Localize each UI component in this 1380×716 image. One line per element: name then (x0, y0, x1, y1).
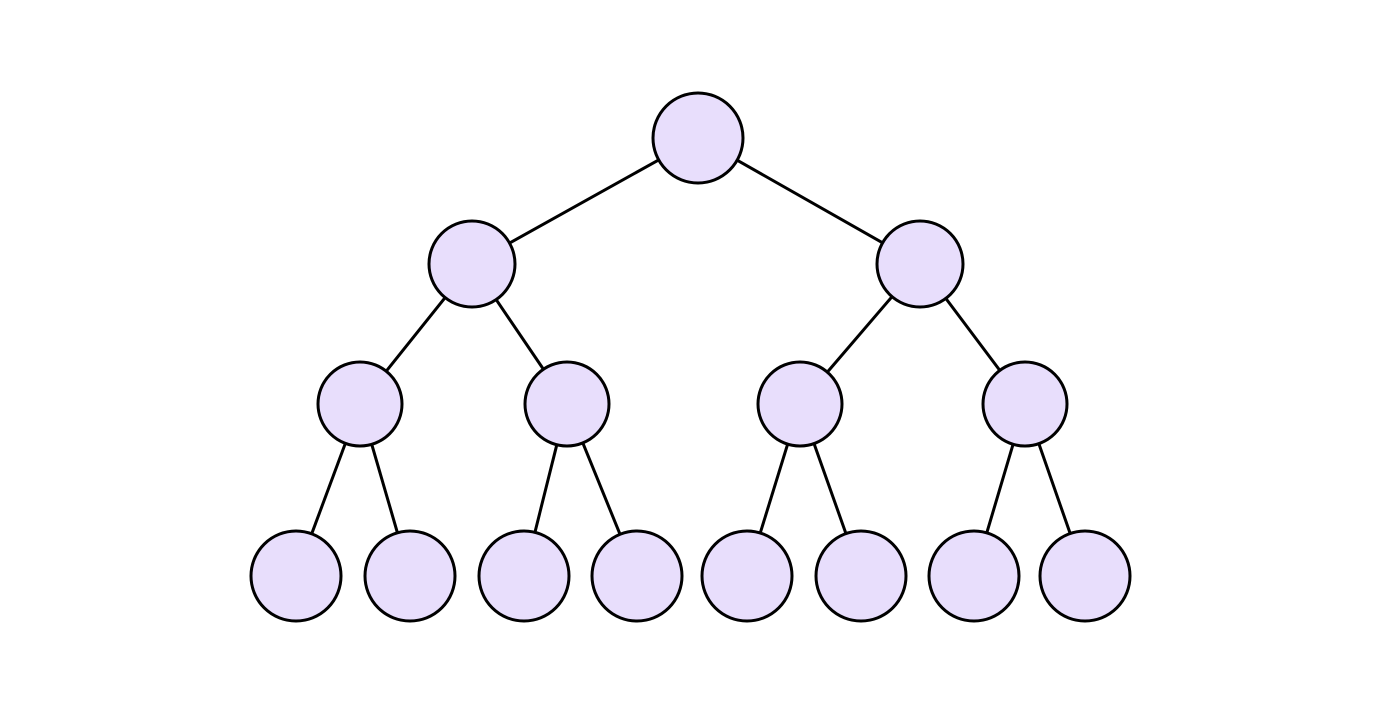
tree-node[interactable] (875, 219, 965, 309)
tree-node-leaf[interactable] (363, 529, 457, 623)
tree-node[interactable] (756, 360, 844, 448)
tree-edge (826, 295, 894, 374)
tree-edge (985, 443, 1015, 534)
tree-node-leaf[interactable] (927, 529, 1021, 623)
tree-edge (812, 443, 848, 535)
tree-node-circle[interactable] (814, 529, 908, 623)
tree-edge (508, 158, 660, 245)
tree-edge (736, 158, 884, 245)
tree-node-circle[interactable] (590, 529, 684, 623)
tree-node-leaf[interactable] (814, 529, 908, 623)
tree-node-circle[interactable] (981, 360, 1069, 448)
tree-edge (494, 298, 545, 371)
tree-edge (310, 442, 347, 535)
tree-node-circle[interactable] (523, 360, 611, 448)
tree-node-leaf[interactable] (590, 529, 684, 623)
tree-node-leaf[interactable] (477, 529, 571, 623)
tree-node-circle[interactable] (363, 529, 457, 623)
tree-edge (944, 297, 1001, 372)
tree-node-circle[interactable] (651, 91, 745, 185)
tree-edge (370, 443, 399, 534)
tree-node-circle[interactable] (875, 219, 965, 309)
tree-node[interactable] (981, 360, 1069, 448)
tree-node-circle[interactable] (700, 529, 794, 623)
tree-node[interactable] (523, 360, 611, 448)
tree-node-leaf[interactable] (700, 529, 794, 623)
tree-edge (533, 444, 559, 533)
tree-edge (1037, 443, 1072, 535)
tree-node-circle[interactable] (427, 219, 517, 309)
tree-node[interactable] (316, 360, 404, 448)
tree-node[interactable] (427, 219, 517, 309)
tree-node-circle[interactable] (477, 529, 571, 623)
tree-node-circle[interactable] (756, 360, 844, 448)
edge-layer (310, 158, 1072, 535)
tree-node-circle[interactable] (316, 360, 404, 448)
tree-node-circle[interactable] (1038, 529, 1132, 623)
tree-node-circle[interactable] (249, 529, 343, 623)
tree-node-circle[interactable] (927, 529, 1021, 623)
node-layer (249, 91, 1132, 623)
tree-node-root[interactable] (651, 91, 745, 185)
tree-edge (385, 296, 447, 373)
tree-node-leaf[interactable] (249, 529, 343, 623)
tree-edge (758, 443, 790, 534)
tree-node-leaf[interactable] (1038, 529, 1132, 623)
tree-edge (581, 442, 622, 535)
